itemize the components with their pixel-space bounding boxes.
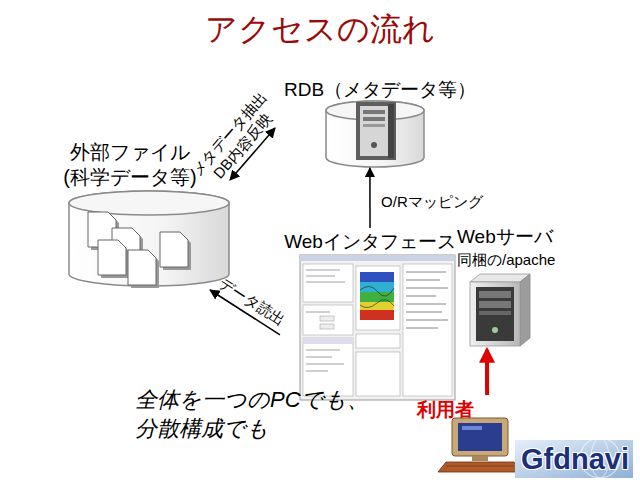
node-subtext: 同梱の/apache <box>457 251 585 270</box>
logo-badge <box>515 438 633 478</box>
note-text: 全体を一つのPCでも、 分散構成でも <box>135 386 385 443</box>
user-terminal-box: 利用者 <box>415 395 525 470</box>
flow-arrow <box>485 350 489 395</box>
node-heading: 利用者 <box>417 398 517 422</box>
diagram-title: アクセスの流れ <box>0 8 640 52</box>
edge-label: メタデータ抽出 DB内容反映 <box>186 86 287 194</box>
cylinder-body <box>326 101 424 167</box>
edge-label: O/Rマッピング <box>367 193 497 211</box>
node-heading: Webインタフェース <box>280 230 460 254</box>
node-heading: RDB（メタデータ等） <box>275 78 485 102</box>
cylinder-outline <box>325 100 425 168</box>
cylinder-outline <box>68 190 230 287</box>
cylinder-top <box>69 191 229 215</box>
server-tower <box>470 274 530 346</box>
edge-label: データ読出 <box>205 267 299 336</box>
cylinder-body <box>69 191 229 286</box>
user-computer <box>438 418 522 472</box>
web-screenshot <box>300 255 455 400</box>
node-heading: 外部ファイル (科学データ等) <box>55 140 205 190</box>
web-server-box: Webサーバ同梱の/apache <box>455 225 585 350</box>
flow-arrow <box>369 168 371 228</box>
node-heading: Webサーバ <box>457 225 585 249</box>
database-cylinder: RDB（メタデータ等） <box>275 78 485 168</box>
logo-text: Gfdnavi <box>521 441 631 479</box>
cylinder-top <box>326 101 424 120</box>
web-interface-box: Webインタフェース <box>280 228 460 403</box>
